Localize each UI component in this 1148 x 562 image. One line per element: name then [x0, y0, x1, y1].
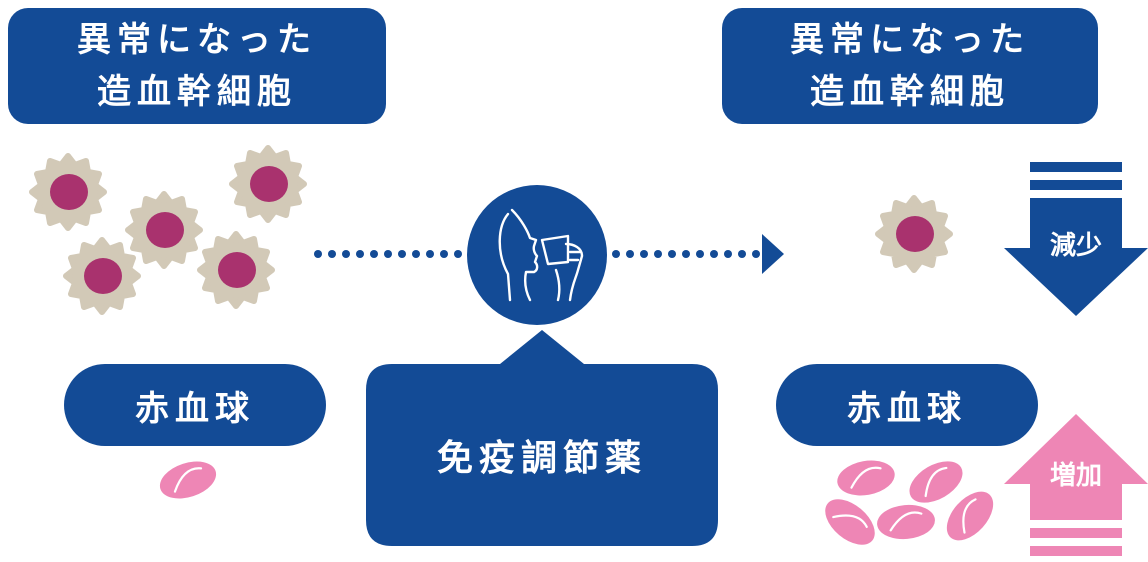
left-title-line1: 異常になった — [77, 20, 317, 60]
arrow-head — [762, 234, 784, 274]
right-title-line2: 造血幹細胞 — [810, 72, 1010, 112]
left-rbc-label: 赤血球 — [64, 364, 326, 446]
increase-arrow: 増加 — [1004, 414, 1148, 556]
red-blood-cell — [833, 455, 899, 501]
red-blood-cell — [815, 489, 885, 555]
stem-cell — [32, 156, 104, 228]
stem-cell — [128, 194, 200, 266]
right-rbc-label: 赤血球 — [776, 364, 1038, 446]
medicine-bubble — [366, 330, 718, 546]
stem-cell — [878, 198, 950, 270]
right-title-box: 異常になった 造血幹細胞 — [722, 8, 1098, 124]
dotted-arrow-left — [314, 250, 462, 258]
person-drinking-icon — [498, 208, 584, 302]
increase-label: 増加 — [1050, 461, 1102, 491]
stem-cell — [200, 234, 272, 306]
medicine-label: 免疫調節薬 — [437, 438, 647, 479]
stem-cell — [66, 240, 138, 312]
stem-cell — [232, 148, 304, 220]
right-title-line1: 異常になった — [790, 20, 1030, 60]
dotted-arrow-right — [612, 234, 784, 274]
decrease-label: 減少 — [1050, 231, 1102, 261]
left-title-box: 異常になった 造血幹細胞 — [8, 8, 386, 124]
left-rbc-text: 赤血球 — [135, 388, 255, 429]
right-rbc-text: 赤血球 — [847, 388, 967, 429]
red-blood-cell — [154, 453, 222, 507]
red-blood-cell — [874, 501, 938, 543]
left-title-line2: 造血幹細胞 — [97, 72, 297, 112]
decrease-arrow: 減少 — [1004, 162, 1148, 316]
